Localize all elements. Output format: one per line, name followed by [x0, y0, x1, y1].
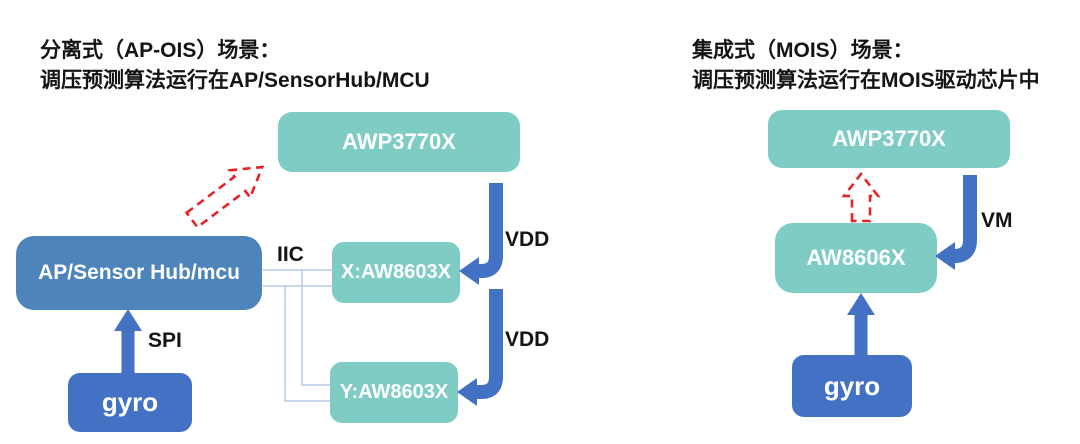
node-awp3770x-left: AWP3770X — [278, 112, 520, 172]
right-title-line2: 调压预测算法运行在MOIS驱动芯片中 — [692, 69, 1040, 92]
vdd-y-label: VDD — [505, 328, 550, 351]
iic-bus-lines — [263, 269, 332, 402]
vdd-arrow-x-icon — [459, 183, 503, 285]
iic-label: IIC — [277, 243, 304, 266]
feedback-dashed-arrow-right-icon — [841, 171, 881, 223]
node-gyro-left: gyro — [68, 373, 192, 432]
feedback-dashed-arrow-left-icon — [184, 165, 265, 230]
vm-label: VM — [981, 209, 1013, 232]
vdd-x-label: VDD — [505, 228, 550, 251]
vm-arrow-icon — [935, 175, 977, 270]
left-title-line2: 调压预测算法运行在AP/SensorHub/MCU — [40, 69, 430, 92]
node-ap-sensor-hub-mcu: AP/Sensor Hub/mcu — [16, 236, 262, 310]
node-x-aw8603x: X:AW8603X — [332, 242, 460, 303]
right-title-line1: 集成式（MOIS）场景： — [692, 39, 914, 62]
left-title-line1: 分离式（AP-OIS）场景： — [40, 39, 281, 62]
vdd-arrow-y-icon — [457, 289, 503, 406]
node-y-aw8603x: Y:AW8603X — [330, 362, 458, 423]
right-panel-title: 集成式（MOIS）场景： 调压预测算法运行在MOIS驱动芯片中 — [692, 36, 1040, 96]
node-gyro-right: gyro — [792, 355, 912, 417]
spi-label: SPI — [148, 329, 182, 352]
spi-arrow-icon — [114, 309, 142, 374]
gyro-arrow-right-icon — [847, 293, 875, 356]
node-awp3770x-right: AWP3770X — [768, 110, 1010, 168]
left-panel-title: 分离式（AP-OIS）场景： 调压预测算法运行在AP/SensorHub/MCU — [40, 36, 430, 96]
node-aw8606x: AW8606X — [775, 223, 937, 293]
